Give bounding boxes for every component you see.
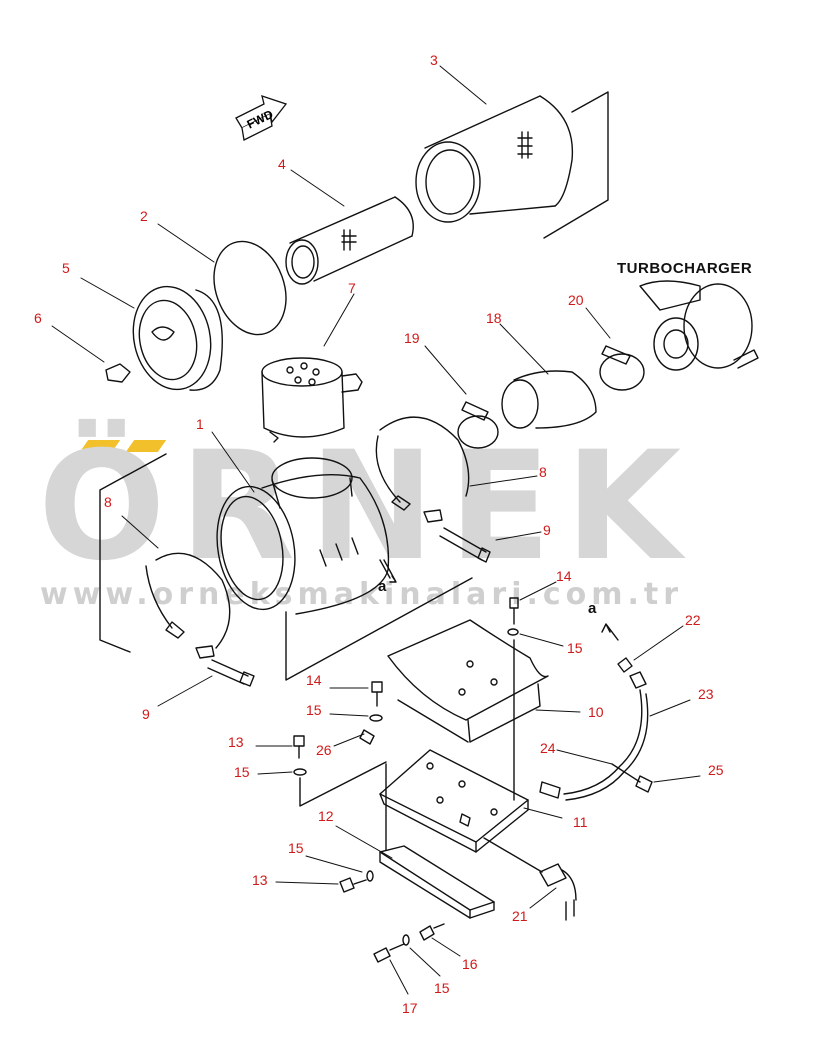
callout-c26: 26	[316, 742, 332, 758]
turbocharger	[639, 280, 759, 371]
base-plate	[379, 749, 529, 853]
callout-c10: 10	[588, 704, 604, 720]
callout-c22: 22	[685, 612, 701, 628]
callout-c16: 16	[462, 956, 478, 972]
callout-c19: 19	[404, 330, 420, 346]
washer-15-left	[293, 768, 307, 776]
connector-arrow-left	[383, 559, 397, 583]
forward-direction-icon: FWD	[235, 95, 288, 141]
callout-c15d: 15	[288, 840, 304, 856]
callout-c21: 21	[512, 908, 528, 924]
o-ring	[213, 240, 287, 336]
connector-arrow-right	[601, 623, 619, 641]
callout-c24: 24	[540, 740, 556, 756]
precleaner	[261, 357, 363, 443]
washer-15-lower	[366, 870, 374, 882]
frame-bottom	[285, 577, 473, 681]
leader-lines	[51, 65, 701, 995]
callout-c4: 4	[278, 156, 286, 172]
vacuum-tube	[539, 657, 653, 801]
bolt-14-upper	[509, 597, 519, 625]
washer-15-mid	[369, 714, 383, 722]
callout-c18: 18	[486, 310, 502, 326]
inner-filter-element	[285, 196, 414, 285]
bolt-13-lower	[339, 877, 367, 893]
callout-c12: 12	[318, 808, 334, 824]
plug-16	[419, 923, 445, 941]
band-bolt-lower	[207, 659, 255, 687]
elbow-hose	[501, 370, 597, 429]
hose-clamp-19	[457, 415, 499, 449]
callout-c23: 23	[698, 686, 714, 702]
callout-c14a: 14	[556, 568, 572, 584]
air-cleaner-body	[216, 457, 391, 615]
callout-c7: 7	[348, 280, 356, 296]
band-bolt-upper	[439, 527, 491, 563]
callout-c2: 2	[140, 208, 148, 224]
outer-filter-element	[415, 91, 609, 239]
mounting-bracket	[387, 619, 549, 743]
watermark-text: ÖRNEK	[38, 420, 696, 594]
callout-c13b: 13	[252, 872, 268, 888]
connector-letter-right: a	[588, 600, 597, 617]
callout-c15e: 15	[434, 980, 450, 996]
callout-c1: 1	[196, 416, 204, 432]
mounting-band-right	[375, 416, 470, 523]
bolt-17	[373, 943, 405, 963]
bolt-14-lower	[371, 681, 383, 707]
callout-c9b: 9	[142, 706, 150, 722]
callout-c15c: 15	[234, 764, 250, 780]
callout-c14b: 14	[306, 672, 322, 688]
callout-c15a: 15	[567, 640, 583, 656]
air-cleaner-cover	[132, 285, 223, 391]
restriction-sensor	[483, 837, 577, 921]
frame-left	[99, 453, 167, 653]
washer-15-upper	[507, 628, 519, 636]
hose-clamp-20	[599, 353, 645, 391]
callout-c20: 20	[568, 292, 584, 308]
sub-bracket	[379, 763, 495, 919]
bolt-13-upper	[293, 735, 305, 759]
callout-c5: 5	[62, 260, 70, 276]
connector-letter-left: a	[378, 578, 387, 595]
washer-15-bottom	[402, 934, 410, 946]
callout-c3: 3	[430, 52, 438, 68]
callout-c8a: 8	[539, 464, 547, 480]
callout-c17: 17	[402, 1000, 418, 1016]
callout-c9a: 9	[543, 522, 551, 538]
turbocharger-label: TURBOCHARGER	[617, 260, 753, 277]
support-lines	[299, 761, 387, 807]
watermark-url: www.orneksmakinalari.com.tr	[40, 577, 684, 612]
callout-c13a: 13	[228, 734, 244, 750]
callout-c8b: 8	[104, 494, 112, 510]
bracket-26	[359, 729, 375, 745]
callout-c11: 11	[573, 814, 588, 830]
evacuator-valve	[105, 363, 131, 383]
mounting-band-left	[145, 552, 231, 659]
callout-c6: 6	[34, 310, 42, 326]
callout-c15b: 15	[306, 702, 322, 718]
callout-c25: 25	[708, 762, 724, 778]
